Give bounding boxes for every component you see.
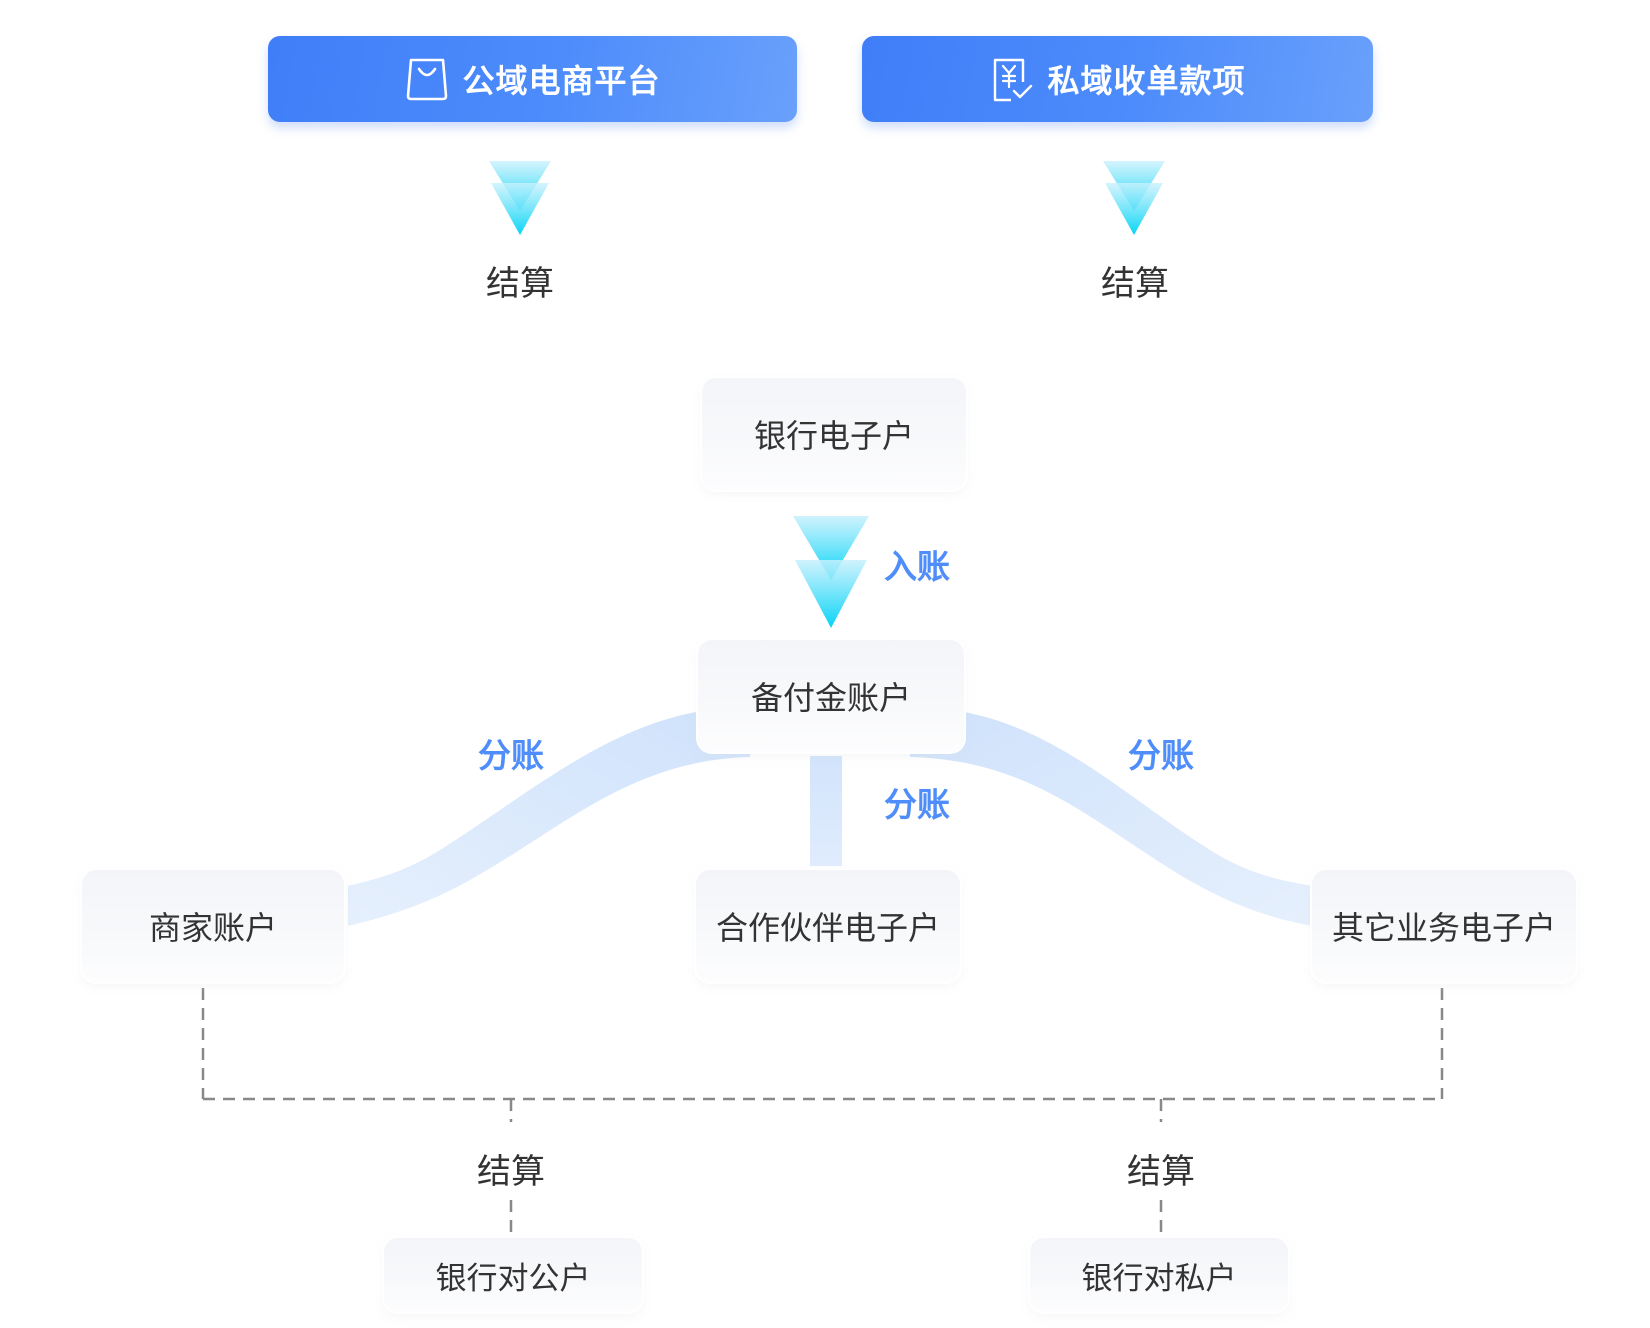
other-business-e-account-label: 其它业务电子户 (1331, 909, 1556, 947)
double-down-arrow-icon (793, 516, 869, 628)
split-band-right (910, 712, 1312, 926)
bank-e-account-node[interactable]: 银行电子户 (702, 378, 966, 490)
public-ecommerce-platform-button[interactable]: 公域电商平台 (268, 36, 797, 122)
settle-label-right-bottom: 结算 (1127, 1152, 1195, 1192)
private-acquiring-funds-button[interactable]: 私域收单款项 (862, 36, 1373, 122)
merchant-account-label: 商家账户 (148, 909, 277, 947)
partner-e-account-node[interactable]: 合作伙伴电子户 (696, 870, 960, 982)
split-band-left (348, 712, 750, 926)
reserve-account-label: 备付金账户 (750, 679, 911, 717)
private-acquiring-funds-label: 私域收单款项 (1047, 62, 1246, 100)
split-label-center: 分账 (884, 785, 950, 824)
bank-private-account-label: 银行对私户 (1081, 1260, 1237, 1297)
settle-label-left-top: 结算 (486, 264, 554, 304)
down-arrow-icon (1103, 161, 1165, 235)
bank-e-account-label: 银行电子户 (753, 417, 914, 455)
split-label-left: 分账 (478, 736, 544, 775)
public-ecommerce-platform-label: 公域电商平台 (462, 62, 661, 100)
merchant-account-node[interactable]: 商家账户 (82, 870, 344, 982)
partner-e-account-label: 合作伙伴电子户 (715, 909, 940, 947)
split-label-right: 分账 (1128, 736, 1194, 775)
settle-label-right-top: 结算 (1101, 264, 1169, 304)
split-band-center (810, 756, 842, 866)
bank-private-account-node[interactable]: 银行对私户 (1030, 1238, 1288, 1312)
shopping-bag-icon (404, 56, 450, 102)
reserve-account-node[interactable]: 备付金账户 (698, 640, 964, 752)
down-arrow-icon (489, 161, 551, 235)
settle-label-left-bottom: 结算 (477, 1152, 545, 1192)
bank-corporate-account-node[interactable]: 银行对公户 (384, 1238, 642, 1312)
bank-corporate-account-label: 银行对公户 (435, 1260, 591, 1297)
yuan-receipt-icon (989, 56, 1035, 102)
credit-in-label: 入账 (884, 547, 950, 586)
other-business-e-account-node[interactable]: 其它业务电子户 (1312, 870, 1576, 982)
